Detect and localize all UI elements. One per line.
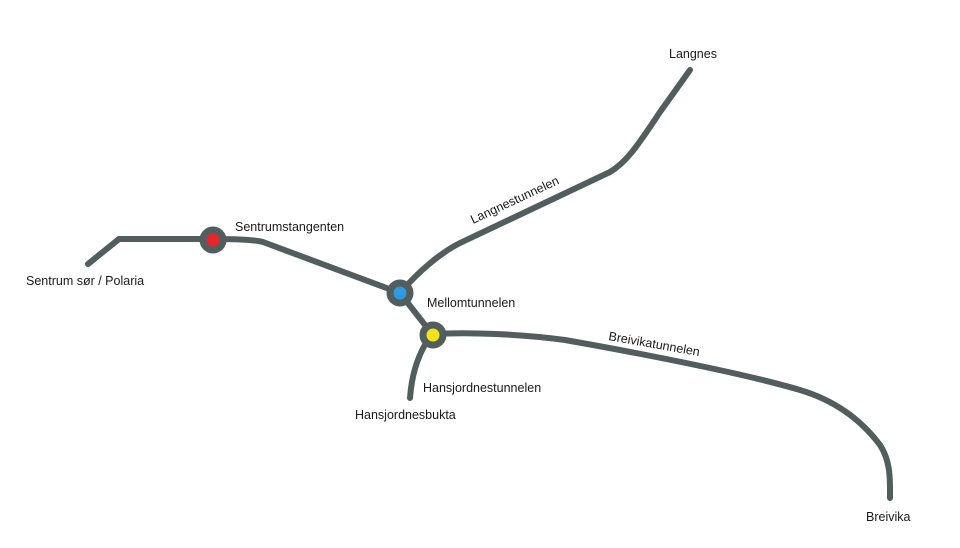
- label-hansjordnestunnelen: Hansjordnestunnelen: [423, 381, 541, 395]
- label-breivika: Breivika: [866, 510, 911, 524]
- route-lines: [85, 67, 894, 501]
- label-mellomtunnelen: Mellomtunnelen: [427, 296, 515, 310]
- junction-dot-yellow: [426, 328, 440, 342]
- junction-dot-red: [206, 233, 220, 247]
- labels: Sentrum sør / Polaria Sentrumstangenten …: [26, 47, 911, 524]
- junction-sentrumstangenten[interactable]: [199, 226, 227, 254]
- label-sentrum-sor-polaria: Sentrum sør / Polaria: [26, 274, 144, 288]
- junction-mellomtunnelen[interactable]: [386, 279, 414, 307]
- route-langnestunnelen: [397, 67, 693, 296]
- junction-hansjordnestunnelen[interactable]: [419, 321, 447, 349]
- route-breivikatunnelen: [429, 330, 894, 501]
- junction-dot-blue: [393, 286, 407, 300]
- label-sentrumstangenten: Sentrumstangenten: [235, 220, 344, 234]
- label-langnes: Langnes: [669, 47, 717, 61]
- label-hansjordnesbukta: Hansjordnesbukta: [355, 408, 456, 422]
